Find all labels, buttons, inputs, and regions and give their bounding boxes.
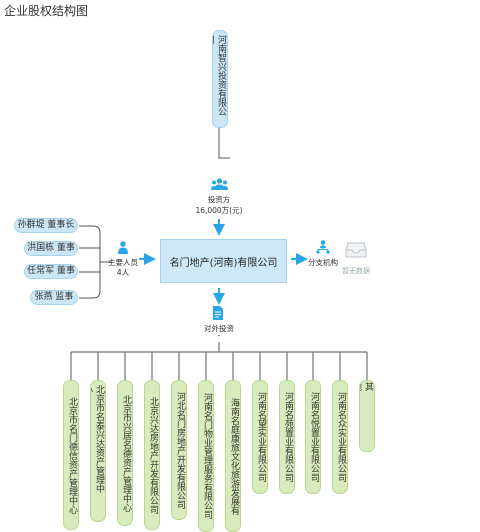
person-item[interactable]: 张燕 监事 bbox=[30, 290, 78, 305]
subsidiary-name: 海南名庭康旅文化旅游发展有 bbox=[229, 397, 239, 515]
empty-box-icon bbox=[345, 242, 367, 258]
subsidiary-pill[interactable]: 北京市兴居名德资产管理中心 bbox=[117, 380, 133, 526]
subsidiary-pill[interactable]: 河北名门房地产开发有限公司 bbox=[171, 380, 187, 520]
subsidiary-pill[interactable]: 河南名望实业有限公司 bbox=[252, 380, 268, 494]
subsidiary-pill[interactable]: 河南名众实业有限公司 bbox=[332, 380, 348, 494]
top-shareholder-pill[interactable]: 河南智兴投资有限公司 bbox=[212, 30, 228, 128]
persons-bracket bbox=[79, 225, 101, 299]
subsidiary-name: 其他...... bbox=[360, 381, 373, 451]
person-item[interactable]: 洪国栋 董事 bbox=[24, 241, 78, 256]
subsidiary-name: 北京市兴居名德资产管理中心 bbox=[121, 394, 131, 512]
subsidiary-name: 北京市名门德信资产管理中心 bbox=[67, 396, 77, 514]
shareholder-connector bbox=[218, 128, 230, 159]
subsidiary-pill[interactable]: 北京市名泰兴达资产管理中心... bbox=[90, 380, 106, 522]
persons-label: 主要人员 bbox=[108, 258, 138, 267]
subsidiary-pill[interactable]: 河南名苑置业有限公司 bbox=[279, 380, 295, 494]
outward-value: - bbox=[217, 331, 221, 340]
subsidiary-name: 北京兴达房地产开发有限公司 bbox=[148, 396, 158, 514]
main-company-box[interactable]: 名门地产(河南)有限公司 bbox=[160, 239, 287, 283]
page-title: 企业股权结构图 bbox=[4, 4, 89, 18]
branches-label: 分支机构 bbox=[308, 258, 338, 267]
persons-count: 4人 bbox=[116, 268, 130, 277]
main-company-name: 名门地产(河南)有限公司 bbox=[169, 257, 278, 269]
person-item[interactable]: 孙群堤 董事长 bbox=[14, 218, 78, 233]
subsidiary-name: 河北名门房地产开发有限公司 bbox=[175, 391, 185, 509]
subsidiary-name: 河南名悦置业有限公司 bbox=[309, 392, 319, 482]
subsidiary-name: 北京市名泰兴达资产管理中心... bbox=[91, 385, 104, 493]
people-group-icon bbox=[211, 178, 228, 190]
subsidiary-pill[interactable]: 海南名庭康旅文化旅游发展有 bbox=[225, 380, 241, 532]
document-icon bbox=[213, 306, 223, 320]
subsidiary-pill[interactable]: 其他...... bbox=[359, 380, 375, 452]
outward-label: 对外投资 bbox=[204, 324, 234, 333]
subsidiary-pill[interactable]: 北京兴达房地产开发有限公司 bbox=[144, 380, 160, 530]
subsidiary-name: 河南名望实业有限公司 bbox=[256, 392, 266, 482]
subsidiary-pill[interactable]: 河南名门物业管理服务有限公司 bbox=[198, 380, 214, 532]
top-shareholder-name: 河南智兴投资有限公司 bbox=[213, 35, 226, 116]
subsidiary-name: 河南名门物业管理服务有限公司 bbox=[202, 393, 212, 519]
investor-amount: 16,000万(元) bbox=[195, 206, 243, 215]
org-tree-icon bbox=[316, 240, 330, 254]
subsidiary-name: 河南名苑置业有限公司 bbox=[283, 392, 293, 482]
subsidiary-pill[interactable]: 河南名悦置业有限公司 bbox=[305, 380, 321, 494]
person-icon bbox=[118, 241, 128, 254]
branches-empty-text: 暂无数据 bbox=[342, 267, 370, 275]
subsidiary-pill[interactable]: 北京市名门德信资产管理中心 bbox=[63, 380, 79, 530]
investor-label: 投资方 bbox=[207, 195, 231, 204]
person-item[interactable]: 任常军 董事 bbox=[24, 264, 78, 279]
subsidiary-name: 河南名众实业有限公司 bbox=[336, 392, 346, 482]
